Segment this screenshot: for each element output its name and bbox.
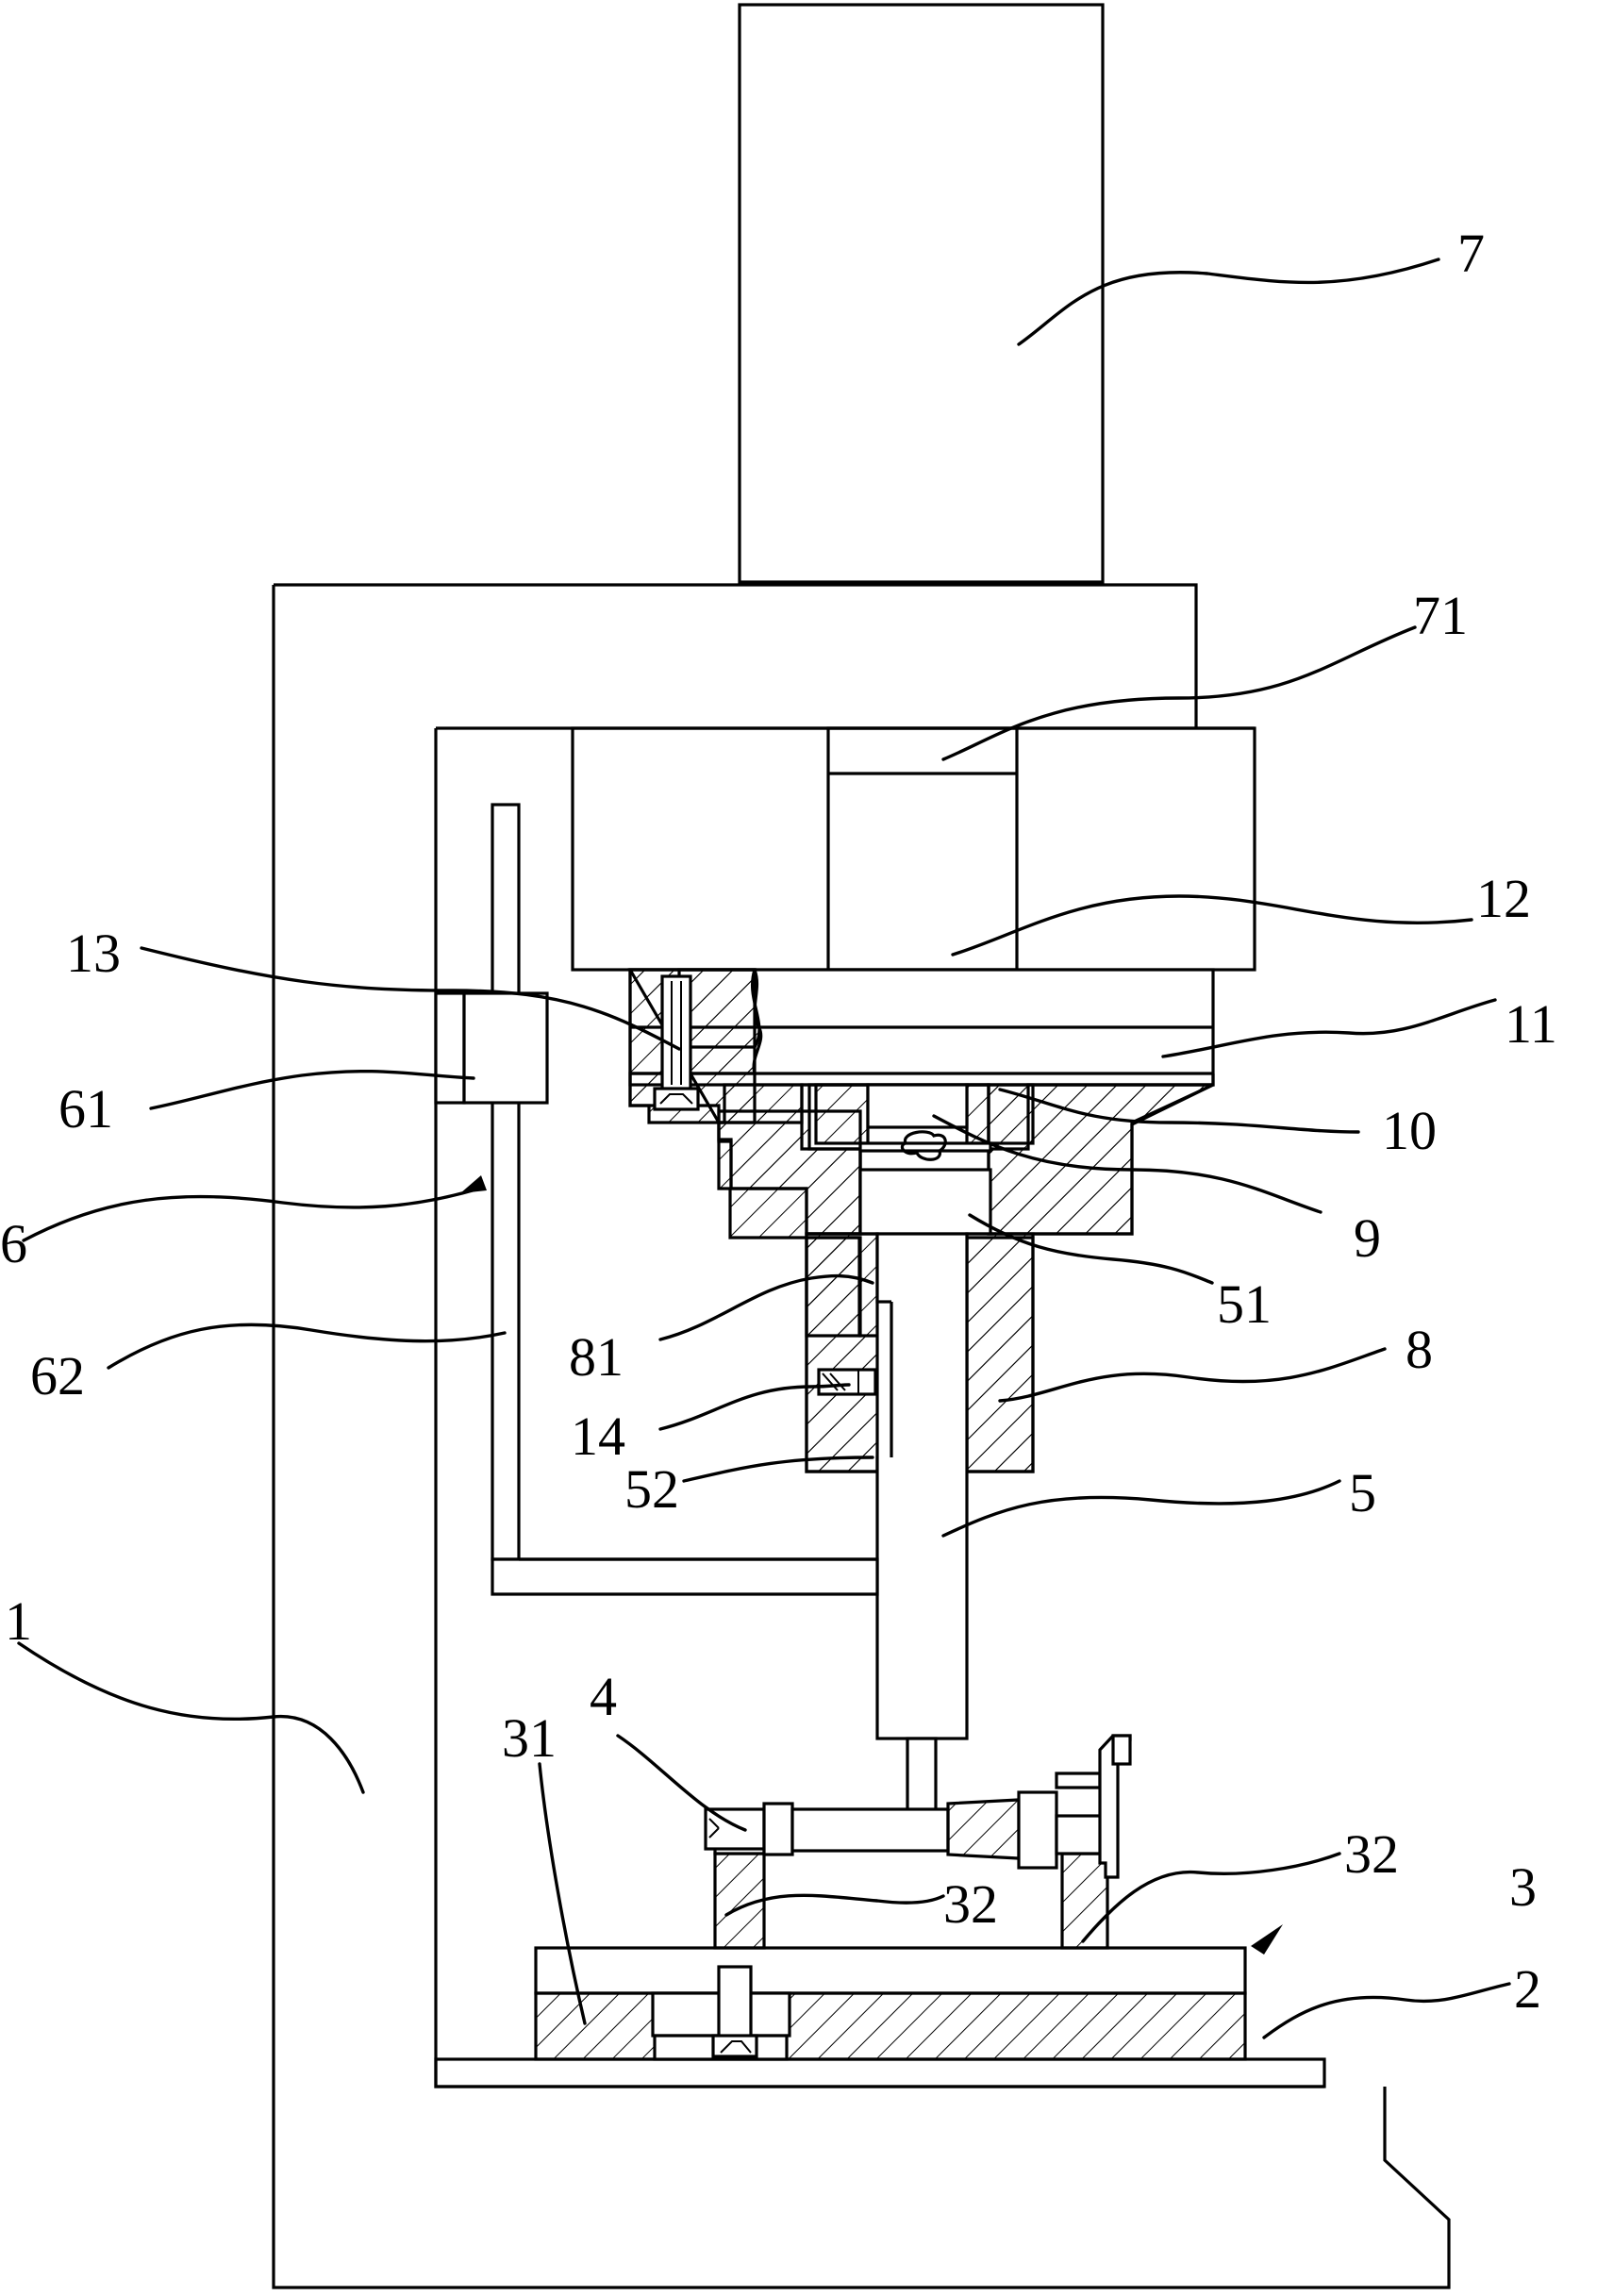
- label-51: 51: [1217, 1273, 1272, 1335]
- pin-rod: [907, 1739, 936, 1812]
- label-71: 71: [1413, 585, 1468, 646]
- label-81: 81: [569, 1326, 624, 1388]
- label-11: 11: [1505, 993, 1557, 1055]
- label-10: 10: [1382, 1100, 1437, 1161]
- label-14: 14: [571, 1406, 625, 1467]
- label-32-left: 32: [943, 1873, 998, 1935]
- label-3: 3: [1509, 1856, 1537, 1918]
- label-62: 62: [30, 1345, 85, 1406]
- label-32-right: 32: [1344, 1823, 1399, 1885]
- label-4: 4: [590, 1666, 617, 1727]
- fixture: [536, 1830, 1245, 2059]
- base-plate: [436, 2059, 1324, 2087]
- label-12: 12: [1476, 868, 1531, 929]
- screw-14: [819, 1370, 875, 1394]
- upper-block: [573, 728, 1255, 970]
- label-6: 6: [0, 1213, 27, 1274]
- label-5: 5: [1349, 1462, 1376, 1523]
- label-52: 52: [624, 1458, 679, 1520]
- label-2: 2: [1514, 1958, 1541, 2020]
- cylinder: [740, 5, 1103, 582]
- label-61: 61: [58, 1078, 113, 1140]
- label-1: 1: [5, 1590, 32, 1652]
- bolt-13: [655, 976, 698, 1109]
- label-31: 31: [502, 1707, 557, 1769]
- label-13: 13: [66, 923, 121, 984]
- label-8: 8: [1406, 1319, 1433, 1380]
- label-7: 7: [1457, 223, 1485, 284]
- label-9: 9: [1354, 1207, 1381, 1269]
